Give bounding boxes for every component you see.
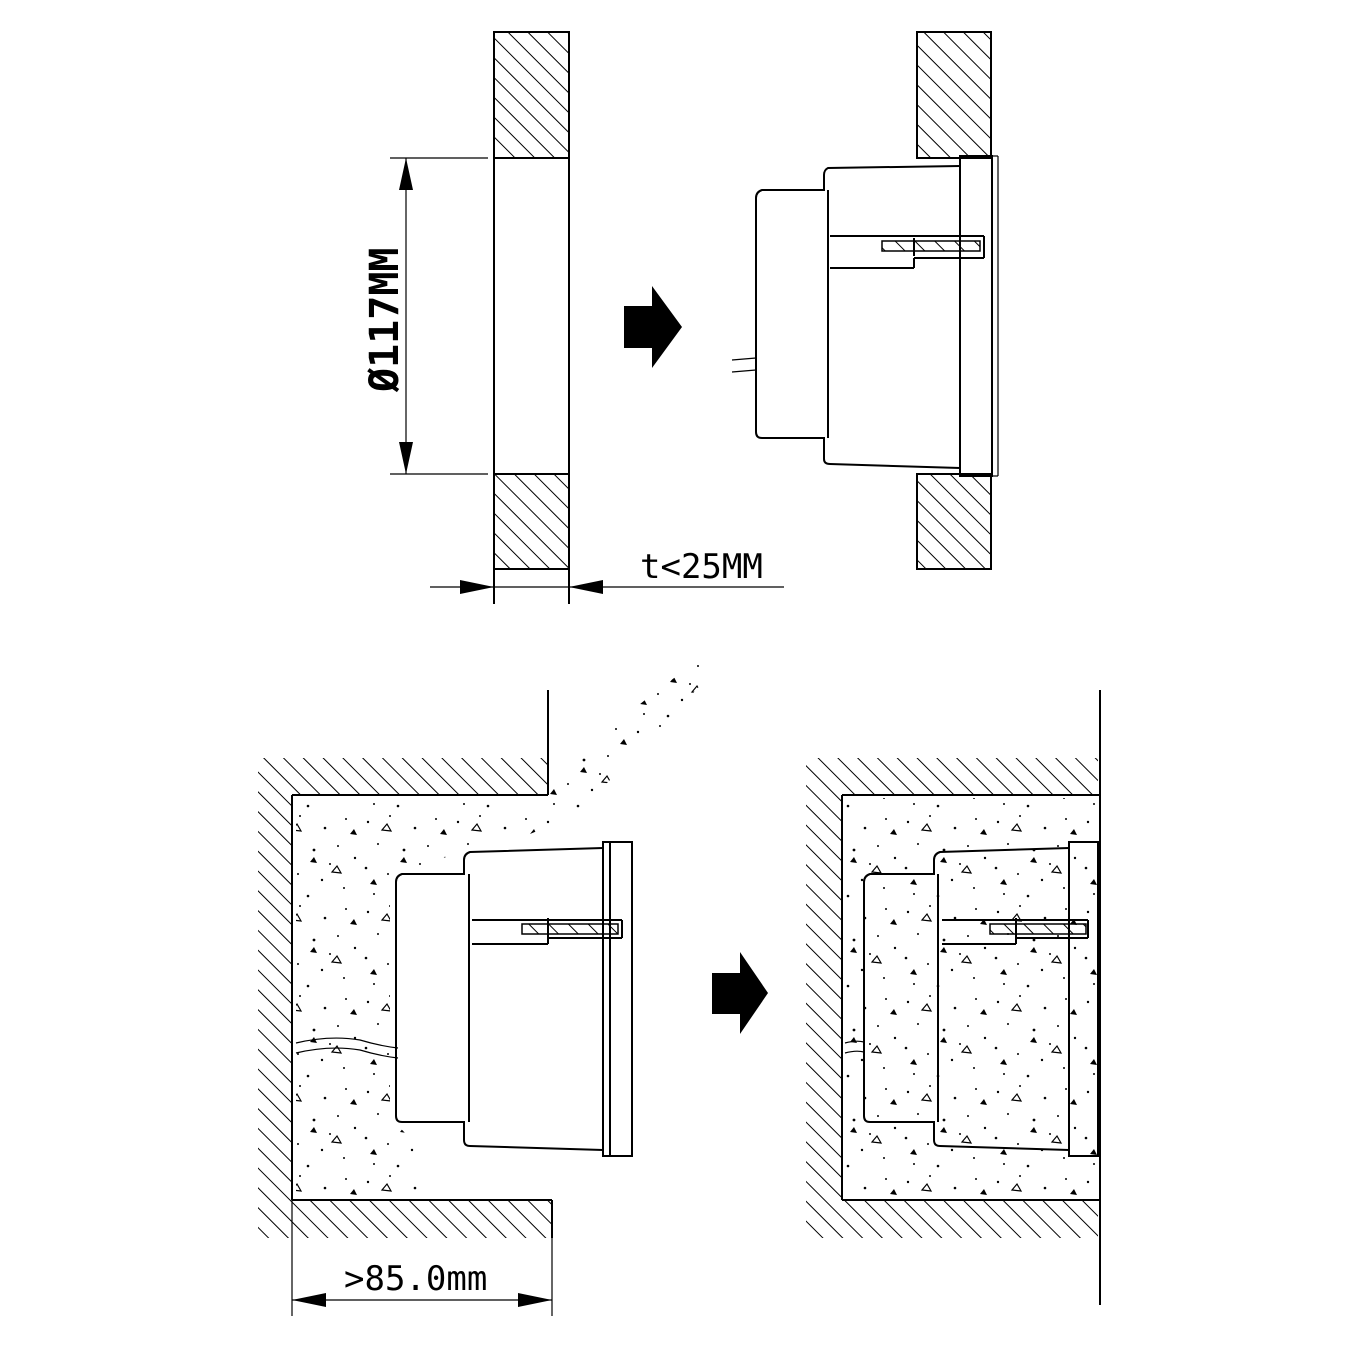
diameter-dimension: Ø117MM (362, 157, 488, 475)
panel-upper-section (493, 31, 570, 159)
wall-cavity-view: >85.0mm (258, 660, 705, 1316)
cavity-depth-label: >85.0mm (344, 1259, 487, 1299)
device-body (731, 155, 999, 477)
cavity-installed-view (806, 690, 1101, 1305)
thickness-dimension: t<25MM (430, 547, 784, 594)
wall-section-installed (806, 758, 1098, 1238)
dimension-arrow-right-icon (460, 580, 494, 594)
panel-upper-section-installed (916, 31, 992, 159)
step-arrow-top-icon (624, 286, 682, 368)
wall-section (258, 690, 552, 1238)
depth-dimension: >85.0mm (291, 1200, 553, 1316)
concrete-fill (296, 660, 705, 1196)
panel-lower-section (493, 473, 570, 570)
depth-arrow-right-icon (518, 1293, 552, 1307)
device-body-installed (844, 841, 1099, 1157)
panel-thickness-label: t<25MM (640, 547, 763, 587)
hole-diameter-label: Ø117MM (362, 248, 408, 394)
concrete-fill-installed (845, 798, 1098, 1197)
clamp-screw-cavity (521, 923, 619, 935)
dimension-arrow-left-icon (569, 580, 603, 594)
clamp-screw-installed (989, 923, 1087, 935)
dimension-arrow-down-icon (399, 442, 413, 474)
step-arrow-bottom-icon (712, 952, 768, 1034)
dimension-arrow-up-icon (399, 158, 413, 190)
device-body-cavity (395, 841, 633, 1157)
depth-arrow-left-icon (292, 1293, 326, 1307)
panel-installed-view (731, 31, 999, 570)
clamp-screw (881, 240, 981, 252)
panel-lower-section-installed (916, 473, 992, 570)
panel-cutout-view: Ø117MM t<25MM (362, 31, 784, 604)
